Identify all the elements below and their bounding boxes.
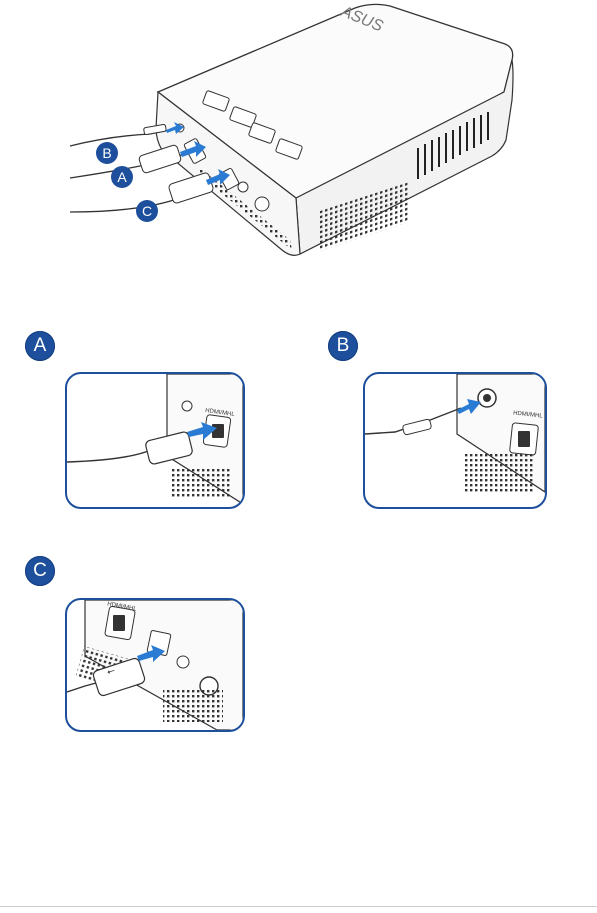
callout-b: B <box>96 142 118 164</box>
callout-a: A <box>111 166 133 188</box>
inset-c-drawing <box>67 600 243 730</box>
inset-a-drawing <box>67 374 243 507</box>
inset-a-badge: A <box>25 331 55 361</box>
inset-c-badge: C <box>25 556 55 586</box>
callout-c: C <box>136 200 158 222</box>
footer-rule <box>0 906 597 907</box>
projector-illustration: ASUS <box>0 0 597 290</box>
inset-b-drawing <box>365 374 545 507</box>
inset-b-badge: B <box>328 331 358 361</box>
inset-c: ⭠ HDMI/MHL <box>65 598 245 732</box>
inset-b: HDMI/MHL <box>363 372 547 509</box>
inset-a: HDMI/MHL <box>65 372 245 509</box>
